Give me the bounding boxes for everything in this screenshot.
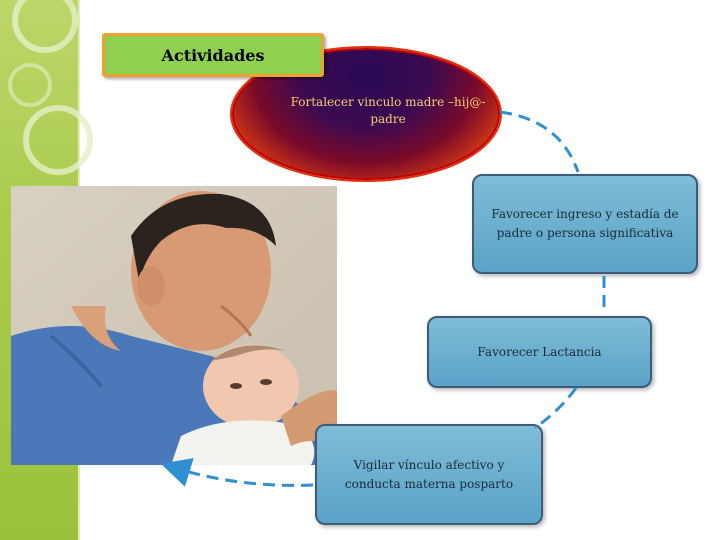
step-label: Vigilar vínculo afectivo y conducta mate…: [327, 456, 531, 493]
connector-box2-to-box3: [535, 388, 576, 428]
step-label: Favorecer Lactancia: [477, 343, 601, 362]
center-goal-text: Fortalecer vinculo madre –hij@-padre: [283, 94, 493, 129]
step-box-favorecer-ingreso: Favorecer ingreso y estadía de padre o p…: [472, 174, 698, 274]
title-box: Actividades: [102, 33, 324, 77]
connector-ellipse-to-box1: [500, 112, 578, 172]
father-baby-photo: [11, 186, 337, 465]
step-box-vigilar-vinculo: Vigilar vínculo afectivo y conducta mate…: [315, 424, 543, 525]
title-label: Actividades: [162, 46, 265, 65]
connector-box3-to-photo: [175, 468, 313, 485]
step-label: Favorecer ingreso y estadía de padre o p…: [484, 205, 686, 242]
step-box-favorecer-lactancia: Favorecer Lactancia: [427, 316, 652, 388]
decorative-circles: [0, 0, 200, 200]
